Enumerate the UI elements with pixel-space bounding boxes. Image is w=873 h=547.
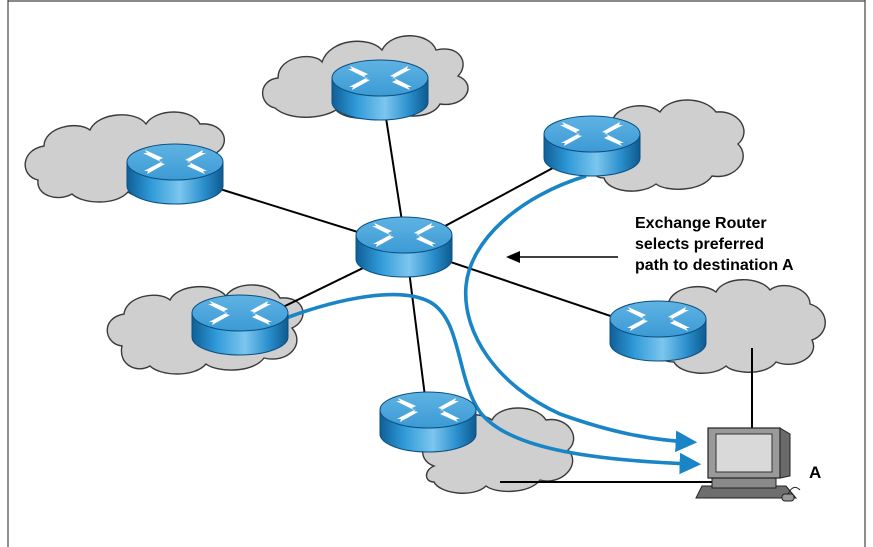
router-icon [126, 143, 224, 205]
preferred-path-line [285, 292, 702, 475]
preferred-path-line [463, 174, 698, 453]
destination-label: A [809, 463, 822, 482]
workstation-icon [695, 427, 801, 502]
annotation-line-3: path to destination A [635, 257, 794, 274]
router-icon [543, 115, 641, 177]
router-icon [191, 294, 289, 356]
annotation-line-2: selects preferred [635, 236, 764, 253]
router-icon [609, 300, 707, 362]
arrow-icon [506, 251, 520, 263]
router-icon [379, 391, 477, 453]
exchange-router-icon [355, 216, 453, 278]
exchange-router-annotation: Exchange Router selects preferred path t… [635, 213, 835, 276]
router-icon [331, 59, 429, 121]
annotation-line-1: Exchange Router [635, 215, 767, 232]
